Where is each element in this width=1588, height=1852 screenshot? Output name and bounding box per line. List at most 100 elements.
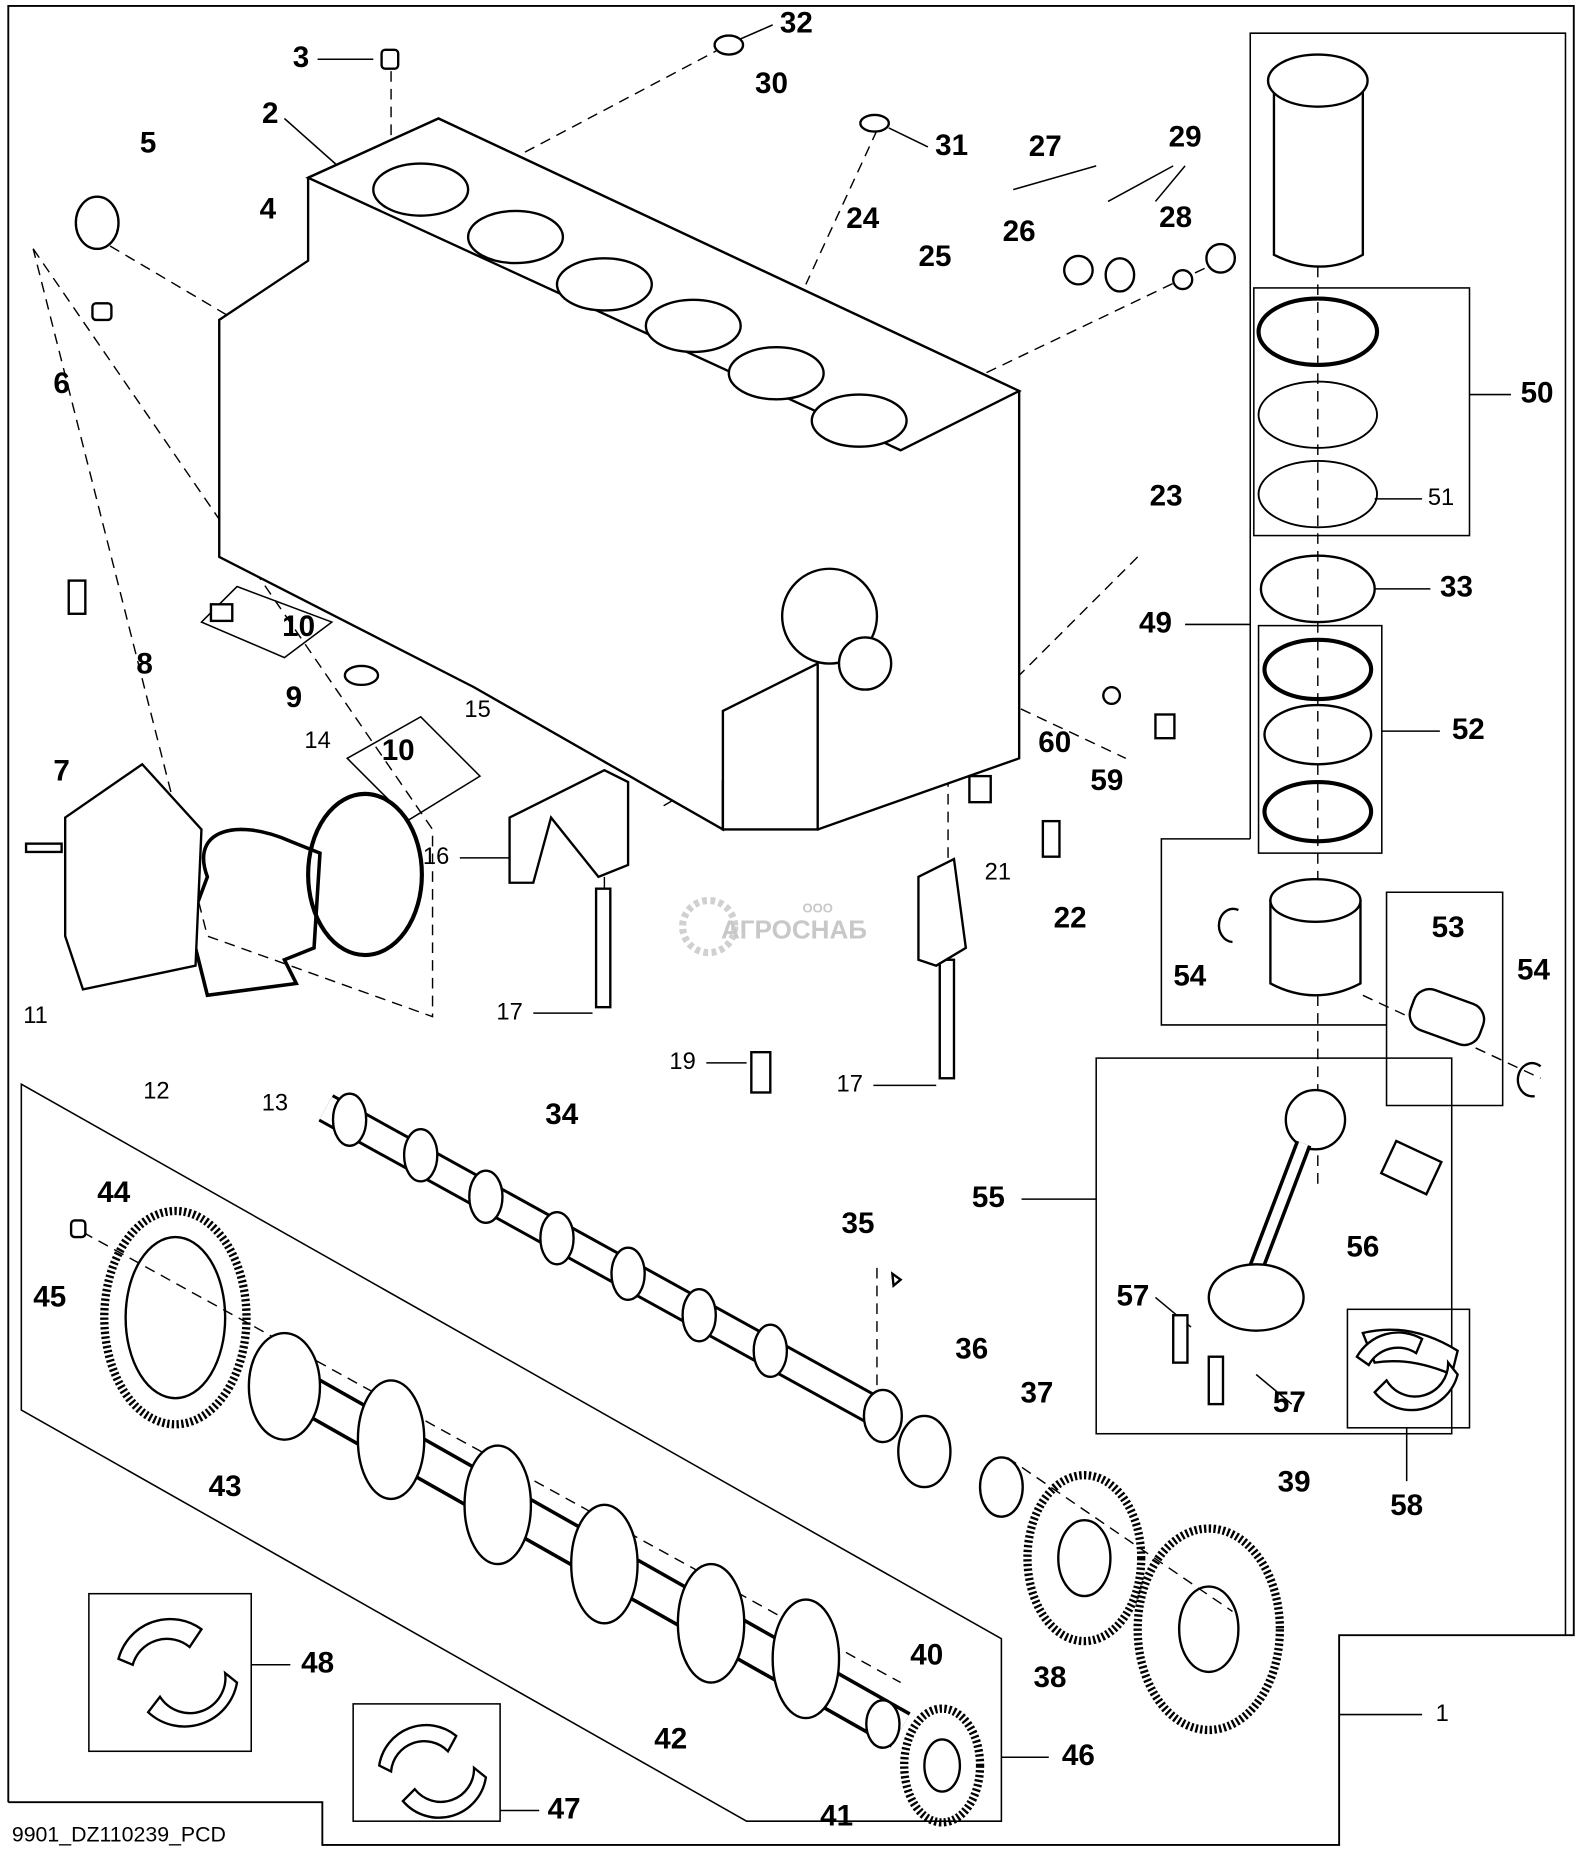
callout-26: 26 — [1003, 215, 1036, 248]
callout-37: 37 — [1020, 1376, 1053, 1409]
callout-17: 17 — [496, 999, 522, 1025]
conrod-box — [1095, 1057, 1453, 1435]
callout-labels: 1 2 3 4 5 6 7 8 9 10 10 11 12 13 14 15 1… — [23, 7, 1553, 1833]
crankshaft-group-box — [20, 1082, 1003, 1822]
callout-7: 7 — [53, 754, 69, 787]
plug-3 — [380, 48, 400, 70]
sensor-22 — [1041, 819, 1061, 858]
crankshaft — [247, 1331, 911, 1749]
callout-10: 10 — [282, 610, 315, 643]
callout-31: 31 — [935, 129, 968, 162]
tappet-19 — [750, 1051, 772, 1094]
callout-2: 2 — [262, 97, 278, 130]
callout-28: 28 — [1159, 201, 1192, 234]
callout-13: 13 — [262, 1091, 288, 1117]
callout-59: 59 — [1090, 764, 1123, 797]
callout-43: 43 — [209, 1470, 242, 1503]
oring-26 — [1063, 254, 1094, 286]
callout-23: 23 — [1150, 479, 1183, 512]
callout-57b: 57 — [1273, 1386, 1306, 1419]
bearing-box-48 — [88, 1592, 253, 1753]
bearing-cap-20 — [917, 857, 968, 967]
callout-56: 56 — [1346, 1231, 1379, 1264]
callout-4: 4 — [260, 193, 277, 226]
callout-11: 11 — [23, 1003, 48, 1029]
bearing-shells — [117, 1331, 1459, 1819]
callout-9: 9 — [286, 681, 302, 714]
callout-14: 14 — [304, 728, 330, 754]
bearing-box-58 — [1346, 1308, 1471, 1429]
watermark-prefix: ООО — [803, 900, 833, 915]
callout-52: 52 — [1452, 713, 1485, 746]
liner-group-box — [1249, 32, 1567, 1636]
callout-1: 1 — [1436, 1701, 1449, 1727]
bolt-7 — [24, 842, 63, 854]
callout-42: 42 — [654, 1722, 687, 1755]
callout-17b: 17 — [837, 1072, 863, 1098]
callout-34: 34 — [545, 1098, 578, 1131]
liner-piston-group — [1217, 53, 1542, 1098]
watermark-name: АГРОСНАБ — [721, 914, 867, 944]
outer-border — [7, 4, 1575, 1846]
callout-39: 39 — [1278, 1465, 1311, 1498]
callout-10b: 10 — [382, 734, 415, 767]
callout-29: 29 — [1169, 120, 1202, 153]
plug-59 — [1154, 713, 1176, 740]
callout-35: 35 — [842, 1207, 875, 1240]
callout-47: 47 — [548, 1792, 581, 1825]
leader-lines — [251, 24, 1511, 1812]
callout-58: 58 — [1390, 1489, 1423, 1522]
callout-3: 3 — [293, 41, 309, 74]
callout-57: 57 — [1116, 1279, 1149, 1312]
small-parts — [24, 34, 1237, 1094]
plug-27 — [1104, 257, 1136, 293]
cap-21 — [968, 774, 992, 804]
bolt-17a — [594, 887, 612, 1009]
dowel-6 — [91, 302, 113, 322]
bearing-cap-16 — [508, 768, 630, 884]
plug-31 — [859, 113, 890, 133]
seal-group-box — [32, 248, 434, 1018]
callout-16: 16 — [423, 844, 449, 870]
oring-60 — [1102, 686, 1122, 706]
watermark-logo: ООО АГРОСНАБ — [679, 896, 867, 957]
callout-54: 54 — [1173, 959, 1206, 992]
callout-19: 19 — [669, 1049, 695, 1075]
callout-5: 5 — [140, 126, 156, 159]
cylinder-block — [218, 117, 1022, 832]
callout-30: 30 — [755, 67, 788, 100]
callout-8: 8 — [136, 648, 152, 681]
plug-5 — [74, 195, 120, 251]
callout-60: 60 — [1038, 726, 1071, 759]
gears — [69, 1206, 1285, 1827]
callout-50: 50 — [1521, 376, 1554, 409]
callout-49: 49 — [1139, 606, 1172, 639]
callout-44: 44 — [97, 1176, 130, 1209]
callout-24: 24 — [846, 202, 879, 235]
front-cover-11 — [63, 762, 203, 991]
oring-28 — [1172, 268, 1194, 291]
rings-box-50 — [1253, 287, 1471, 537]
plug-29 — [1205, 242, 1237, 274]
callout-12: 12 — [143, 1079, 169, 1105]
callout-25: 25 — [919, 240, 952, 273]
bolt-17b — [938, 958, 956, 1080]
callout-53: 53 — [1432, 911, 1465, 944]
callout-48: 48 — [301, 1647, 334, 1680]
seal-13 — [306, 791, 424, 958]
callout-36: 36 — [955, 1333, 988, 1366]
connecting-rod-group — [1172, 1088, 1460, 1406]
fitting-box-15 — [345, 715, 482, 821]
rings-box-52 — [1257, 624, 1383, 854]
callout-38: 38 — [1034, 1661, 1067, 1694]
callout-45: 45 — [33, 1280, 66, 1313]
callout-15: 15 — [464, 697, 490, 723]
plug-32 — [713, 34, 745, 56]
gasket-12 — [187, 827, 322, 998]
fitting-9 — [209, 603, 234, 623]
sensor-8 — [67, 579, 87, 615]
oring-14 — [343, 664, 380, 687]
piston-box — [1160, 838, 1504, 1107]
